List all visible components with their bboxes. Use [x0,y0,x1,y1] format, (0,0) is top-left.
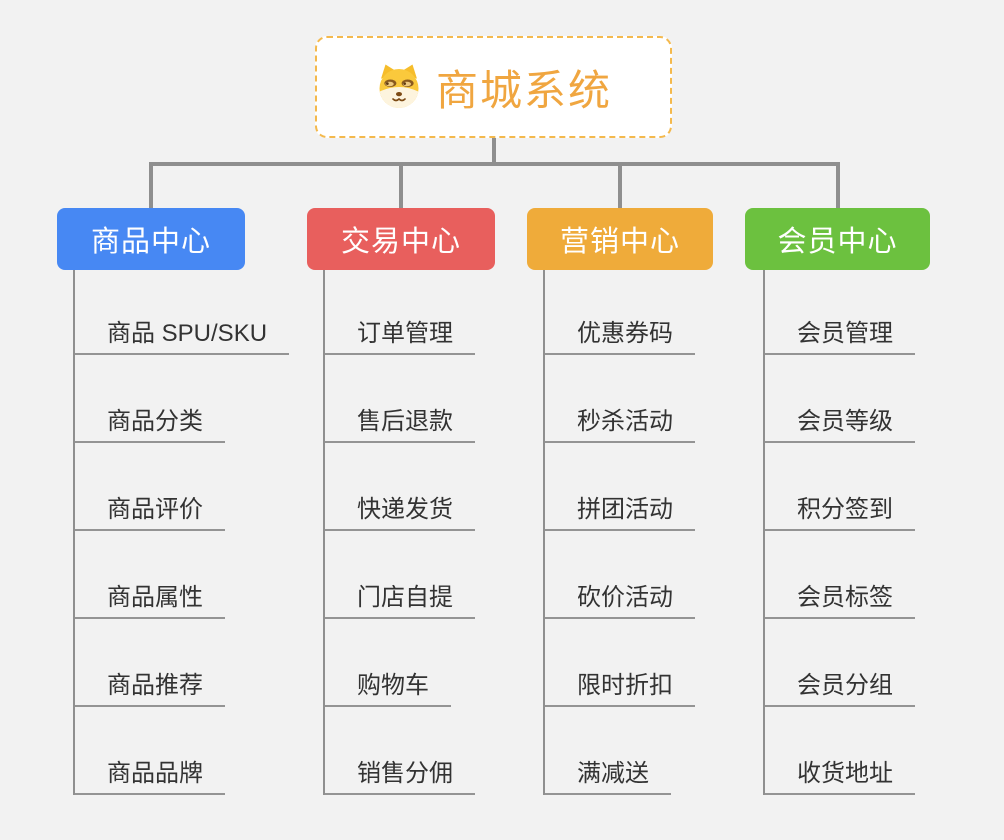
branch-node-member-center[interactable]: 会员中心 [745,208,930,270]
sub-topic[interactable]: 拼团活动 [545,496,695,531]
sub-topic[interactable]: 商品推荐 [75,672,225,707]
connector-drop-trade [399,162,403,208]
connector-horizontal [149,162,840,166]
branch-node-product-center[interactable]: 商品中心 [57,208,245,270]
sub-topic[interactable]: 售后退款 [325,408,475,443]
sub-topic[interactable]: 砍价活动 [545,584,695,619]
branch-spine-trade: 订单管理 售后退款 快递发货 门店自提 购物车 销售分佣 [323,270,475,795]
sub-topic[interactable]: 订单管理 [325,320,475,355]
sub-topic[interactable]: 门店自提 [325,584,475,619]
sub-topic[interactable]: 会员管理 [765,320,915,355]
sub-topic[interactable]: 会员标签 [765,584,915,619]
branch-node-marketing-center[interactable]: 营销中心 [527,208,713,270]
sub-topic[interactable]: 优惠券码 [545,320,695,355]
sub-topic[interactable]: 会员分组 [765,672,915,707]
sub-topic[interactable]: 商品品牌 [75,760,225,795]
branch-spine-member: 会员管理 会员等级 积分签到 会员标签 会员分组 收货地址 [763,270,915,795]
sub-topic[interactable]: 满减送 [545,760,671,795]
sub-topic[interactable]: 快递发货 [325,496,475,531]
sub-topic[interactable]: 购物车 [325,672,451,707]
sub-topic[interactable]: 商品属性 [75,584,225,619]
connector-root-stub [492,138,496,166]
sub-topic[interactable]: 销售分佣 [325,760,475,795]
shiba-dog-icon [379,64,419,109]
connector-drop-marketing [618,162,622,208]
connector-drop-member [836,162,840,208]
sub-topic[interactable]: 会员等级 [765,408,915,443]
branch-spine-product: 商品 SPU/SKU 商品分类 商品评价 商品属性 商品推荐 商品品牌 [73,270,290,795]
sub-topic[interactable]: 商品 SPU/SKU [75,320,290,355]
branch-spine-marketing: 优惠券码 秒杀活动 拼团活动 砍价活动 限时折扣 满减送 [543,270,695,795]
root-topic[interactable]: 商城系统 [315,36,672,138]
sub-topic[interactable]: 商品分类 [75,408,225,443]
sub-topic[interactable]: 限时折扣 [545,672,695,707]
root-topic-label: 商城系统 [435,66,612,114]
sub-topic[interactable]: 商品评价 [75,496,225,531]
connector-drop-product [149,162,153,208]
sub-topic[interactable]: 积分签到 [765,496,915,531]
sub-topic[interactable]: 秒杀活动 [545,408,695,443]
sub-topic[interactable]: 收货地址 [765,760,915,795]
branch-node-trade-center[interactable]: 交易中心 [307,208,495,270]
